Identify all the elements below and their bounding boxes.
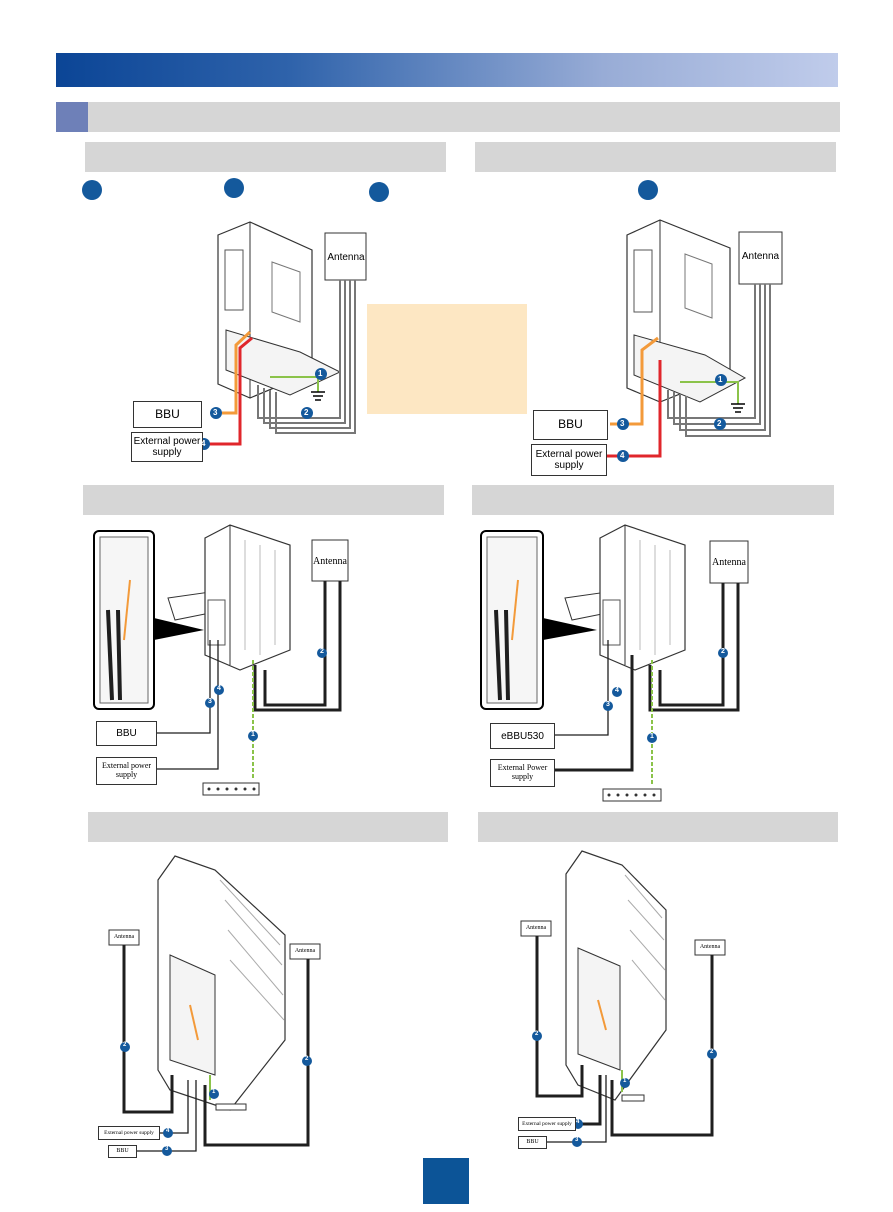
callout-3: 3 (165, 1146, 169, 1152)
note-box (367, 304, 527, 414)
antenna-label-right: Antenna (699, 944, 721, 951)
external-power-supply-label: External power supply (131, 432, 203, 462)
callout-4: 4 (620, 451, 625, 460)
callout-2: 2 (123, 1042, 127, 1048)
callout-4: 4 (217, 685, 221, 692)
external-power-supply-label: External power supply (98, 1126, 160, 1140)
callout-2: 2 (721, 648, 725, 655)
callout-1: 1 (318, 369, 323, 378)
callout-2: 2 (717, 419, 722, 428)
panel-header-middle-right (472, 485, 834, 515)
antenna-label: Antenna (327, 251, 365, 263)
page-title-bar (56, 53, 838, 87)
bbu-label: BBU (533, 410, 608, 440)
callout-1: 1 (650, 733, 654, 740)
bbu-label: BBU (133, 401, 202, 428)
antenna-label-left: Antenna (525, 925, 547, 932)
page-number-block (423, 1158, 469, 1204)
callout-3: 3 (208, 698, 212, 705)
callout-4: 4 (576, 1119, 580, 1125)
panel-header-bottom-left (88, 812, 448, 842)
bbu-label: BBU (108, 1145, 137, 1158)
callout-4: 4 (201, 439, 206, 448)
bullet-marker (369, 182, 389, 202)
external-power-supply-label: External power supply (518, 1117, 576, 1131)
external-power-supply-label: External power supply (531, 444, 607, 476)
callout-2: 2 (304, 408, 309, 417)
antenna-label: Antenna (313, 555, 347, 567)
callout-1: 1 (718, 375, 723, 384)
callout-1: 1 (212, 1089, 216, 1095)
external-power-supply-label: External power supply (96, 757, 157, 785)
callout-3: 3 (620, 419, 625, 428)
callout-2: 2 (305, 1056, 309, 1062)
bbu-label: BBU (96, 721, 157, 746)
panel-header-middle-left (83, 485, 444, 515)
callout-2: 2 (535, 1031, 539, 1037)
section-header-bar (56, 102, 840, 132)
antenna-label: Antenna (741, 250, 780, 262)
callout-3: 3 (575, 1137, 579, 1143)
antenna-label-right: Antenna (294, 948, 316, 955)
bbu-label: eBBU530 (490, 723, 555, 749)
callout-3: 3 (606, 701, 610, 708)
bullet-marker (638, 180, 658, 200)
panel-header-top-left (85, 142, 446, 172)
bbu-label: BBU (518, 1136, 547, 1149)
callout-1: 1 (251, 731, 255, 738)
callout-4: 4 (166, 1128, 170, 1134)
callout-2: 2 (710, 1049, 714, 1055)
external-power-supply-label: External Power supply (490, 759, 555, 787)
antenna-label-left: Antenna (113, 934, 135, 941)
antenna-label: Antenna (712, 556, 746, 568)
callout-3: 3 (213, 408, 218, 417)
section-marker (56, 102, 88, 132)
callout-2: 2 (320, 648, 324, 655)
callout-1: 1 (623, 1078, 627, 1084)
callout-4: 4 (615, 687, 619, 694)
bullet-marker (82, 180, 102, 200)
panel-header-bottom-right (478, 812, 838, 842)
panel-header-top-right (475, 142, 836, 172)
bullet-marker (224, 178, 244, 198)
